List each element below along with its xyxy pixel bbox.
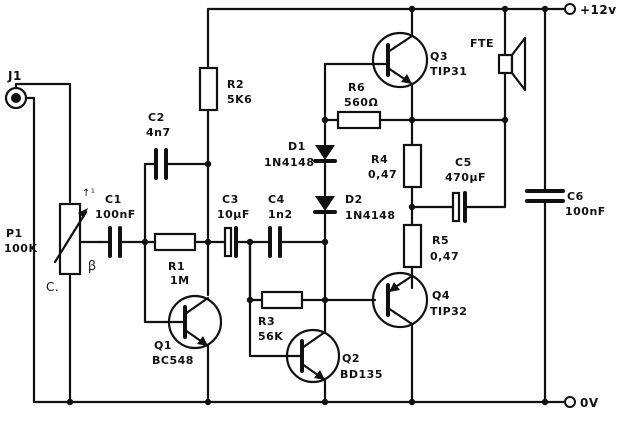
capacitor-c4: C4 1n2 bbox=[248, 193, 327, 258]
d2-symbol bbox=[315, 196, 335, 211]
resistor-r4: R4 0,47 bbox=[368, 143, 423, 227]
speaker-cone bbox=[510, 36, 527, 92]
gnd-terminal[interactable] bbox=[564, 396, 576, 408]
d1-symbol bbox=[315, 145, 335, 160]
r3-value: 56K bbox=[258, 330, 283, 343]
q4-value: TIP32 bbox=[430, 305, 467, 318]
c6-value: 100nF bbox=[565, 205, 606, 218]
resistor-r6: R6 560Ω bbox=[323, 81, 507, 130]
d2-ref: D2 bbox=[345, 193, 363, 206]
q4-body bbox=[371, 271, 429, 329]
p1-ref: P1 bbox=[6, 227, 23, 240]
q2-value: BD135 bbox=[340, 368, 383, 381]
c5-value: 470µF bbox=[445, 171, 486, 184]
capacitor-c3: C3 10µF bbox=[206, 193, 252, 258]
c3-value: 10µF bbox=[217, 208, 250, 221]
j1-label: J1 bbox=[7, 69, 22, 83]
r6-ref: R6 bbox=[348, 81, 365, 94]
q3-value: TIP31 bbox=[430, 65, 467, 78]
transistor-q4: Q4 TIP32 bbox=[371, 271, 467, 404]
jack-j1: J1 bbox=[4, 69, 72, 404]
r2-value: 5K6 bbox=[227, 93, 252, 106]
c1-ref: C1 bbox=[105, 193, 122, 206]
p1-value: 100K bbox=[4, 242, 38, 255]
c2-ref: C2 bbox=[148, 111, 165, 124]
r5-body bbox=[402, 223, 423, 269]
d1-ref: D1 bbox=[288, 140, 306, 153]
diode-d1: D1 1N4148 bbox=[264, 62, 337, 198]
q3-body bbox=[371, 31, 429, 89]
q4-ref: Q4 bbox=[432, 289, 450, 302]
resistor-r1: R1 1M bbox=[143, 232, 210, 287]
transistor-q2: Q2 BD135 bbox=[248, 240, 383, 404]
speaker-fte: FTE bbox=[470, 5, 527, 209]
vplus-terminal[interactable] bbox=[564, 3, 576, 15]
r2-ref: R2 bbox=[227, 78, 244, 91]
p1-mark-top: ↑¹ bbox=[82, 188, 95, 199]
r3-ref: R3 bbox=[258, 315, 275, 328]
r4-value: 0,47 bbox=[368, 168, 397, 181]
r2-body bbox=[198, 66, 219, 112]
capacitor-c5: C5 470µF bbox=[410, 156, 507, 223]
r1-ref: R1 bbox=[168, 260, 185, 273]
c1-value: 100nF bbox=[95, 208, 136, 221]
r1-value: 1M bbox=[170, 274, 190, 287]
r4-body bbox=[402, 143, 423, 189]
d2-value: 1N4148 bbox=[345, 209, 395, 222]
capacitor-c2: C2 4n7 bbox=[143, 111, 210, 244]
r6-body bbox=[336, 110, 382, 130]
q2-body bbox=[285, 328, 341, 384]
capacitor-c1: C1 100nF bbox=[95, 193, 147, 258]
c3-ref: C3 bbox=[222, 193, 239, 206]
r3-body bbox=[260, 290, 304, 310]
fte-label: FTE bbox=[470, 37, 494, 50]
pot-p1: P1 100K ↑¹ ꞵ C. bbox=[4, 188, 102, 404]
ground-rail: 0V bbox=[68, 396, 599, 410]
r5-ref: R5 bbox=[432, 234, 449, 247]
vplus-label: +12v bbox=[580, 3, 617, 17]
c2-value: 4n7 bbox=[146, 126, 171, 139]
c4-value: 1n2 bbox=[268, 208, 293, 221]
jack-pin[interactable] bbox=[11, 93, 21, 103]
r1-body bbox=[153, 232, 197, 252]
p1-mark-mid: ꞵ bbox=[88, 259, 97, 274]
q1-value: BC548 bbox=[152, 354, 194, 367]
resistor-r2: R2 5K6 bbox=[198, 7, 252, 297]
d1-value: 1N4148 bbox=[264, 156, 314, 169]
p1-mark-bot: C. bbox=[46, 280, 59, 294]
speaker-magnet bbox=[497, 53, 514, 75]
transistor-q1: Q1 BC548 bbox=[143, 240, 223, 404]
c6-ref: C6 bbox=[567, 190, 584, 203]
gnd-label: 0V bbox=[580, 396, 599, 410]
c5-ref: C5 bbox=[455, 156, 472, 169]
r4-ref: R4 bbox=[371, 153, 388, 166]
resistor-r3: R3 56K bbox=[246, 240, 377, 343]
diode-d2: D2 1N4148 bbox=[313, 193, 395, 244]
transistor-q3: Q3 TIP31 bbox=[321, 7, 467, 147]
r5-value: 0,47 bbox=[430, 250, 459, 263]
q3-ref: Q3 bbox=[430, 50, 448, 63]
r6-value: 560Ω bbox=[344, 96, 378, 109]
resistor-r5: R5 0,47 bbox=[402, 223, 459, 290]
capacitor-c6: C6 100nF bbox=[525, 5, 606, 406]
q2-ref: Q2 bbox=[342, 352, 360, 365]
c4-ref: C4 bbox=[268, 193, 285, 206]
q1-ref: Q1 bbox=[154, 339, 172, 352]
